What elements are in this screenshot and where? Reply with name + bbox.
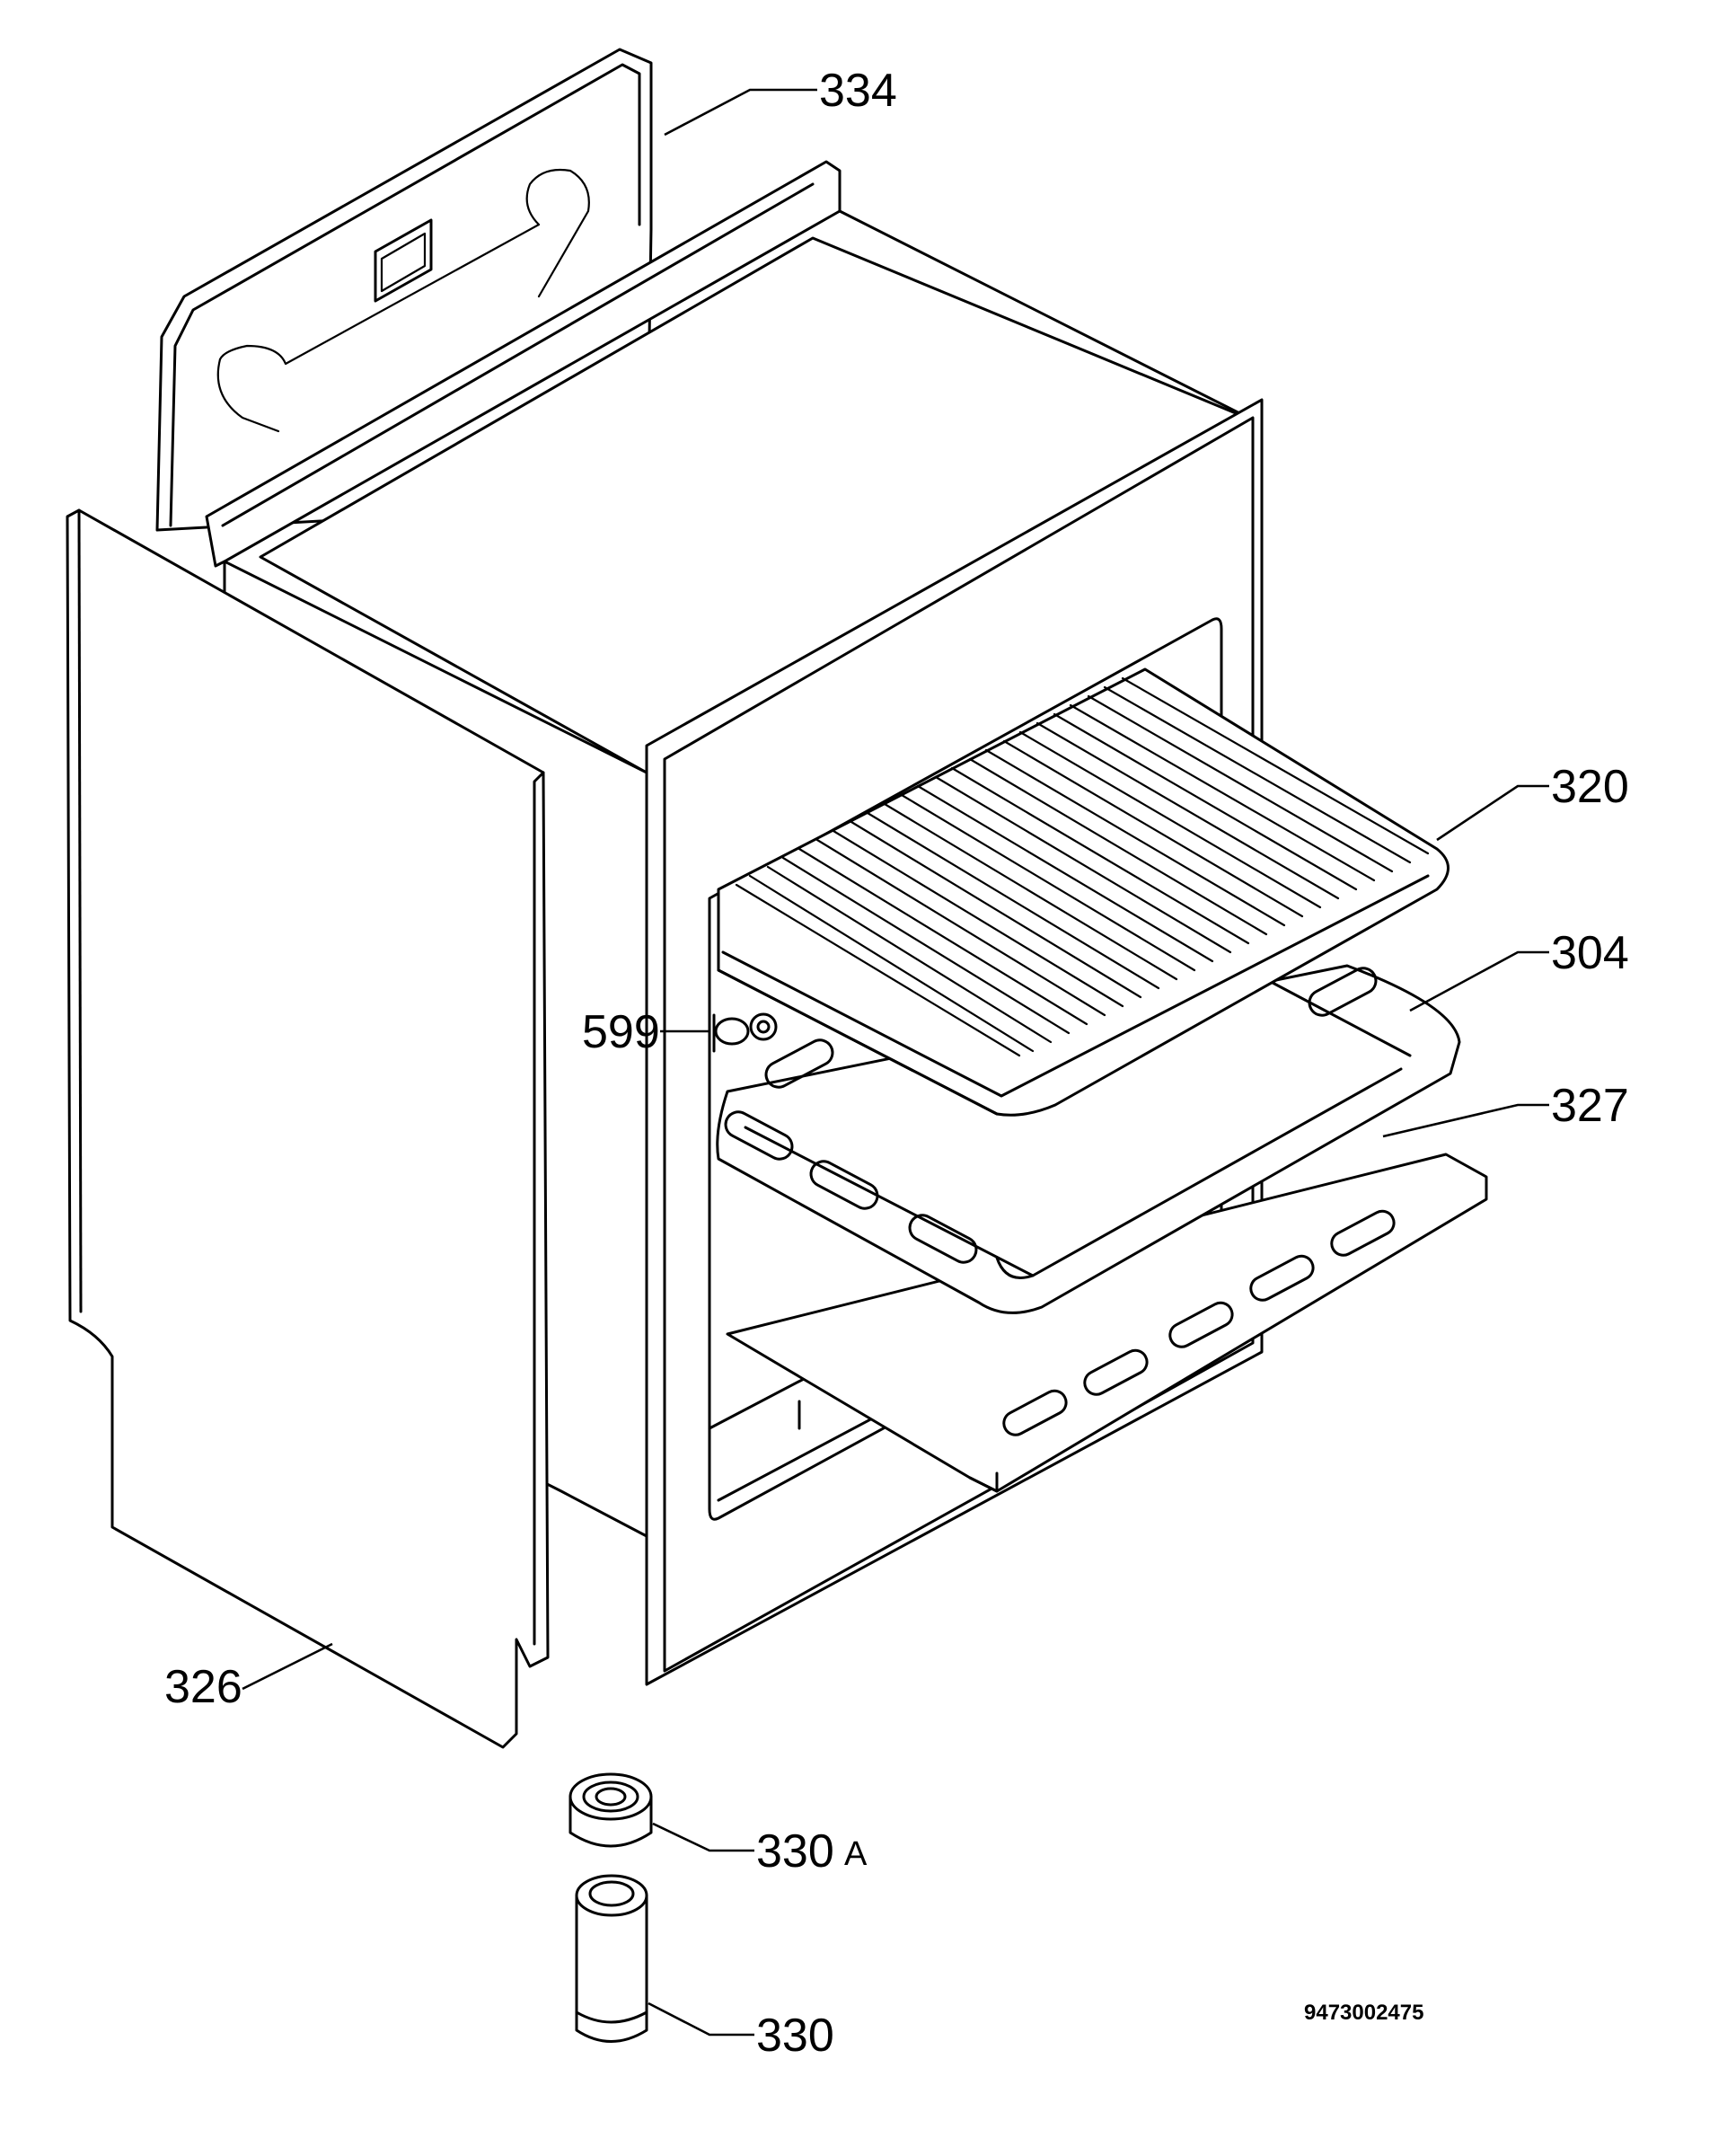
label-334: 334 — [819, 65, 897, 117]
document-number: 9473002475 — [1304, 2001, 1423, 2025]
leader-326 — [242, 1642, 333, 1691]
label-327: 327 — [1551, 1080, 1629, 1132]
fitting-599 — [712, 1012, 778, 1053]
shelf-wires — [735, 676, 1430, 1057]
leader-330a — [652, 1822, 754, 1852]
label-330a-suffix: A — [844, 1835, 868, 1873]
leader-lines — [242, 88, 1549, 2037]
label-330a: 330 — [756, 1825, 834, 1878]
foot-330 — [575, 1874, 648, 2043]
label-320: 320 — [1551, 761, 1629, 813]
bushing-330a — [568, 1772, 653, 1848]
leader-334 — [664, 88, 817, 137]
label-330: 330 — [756, 2010, 834, 2062]
label-599: 599 — [582, 1006, 660, 1058]
label-304: 304 — [1551, 927, 1629, 979]
side-panel-326 — [66, 508, 550, 1749]
leader-327 — [1382, 1103, 1549, 1138]
leader-304 — [1409, 950, 1549, 1012]
wire-shelf-320 — [717, 667, 1450, 1117]
deep-tray-304 — [716, 964, 1461, 1314]
leader-320 — [1436, 784, 1549, 842]
leader-330 — [648, 2001, 754, 2037]
label-326: 326 — [164, 1661, 242, 1713]
flat-tray-327 — [726, 1153, 1488, 1493]
